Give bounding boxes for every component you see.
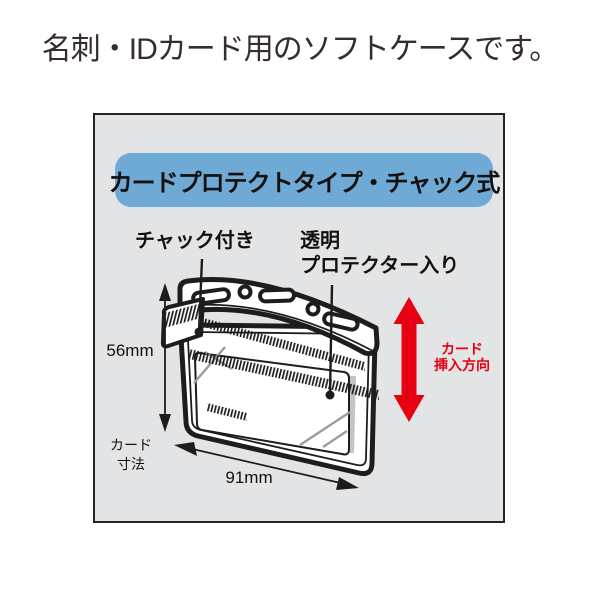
type-badge-label: カードプロテクトタイプ・チャック式 <box>108 169 501 197</box>
width-dimension-arrow <box>174 442 359 490</box>
card-size-caption: カード 寸法 <box>103 436 159 474</box>
insertion-direction-line2: 挿入方向 <box>434 356 490 373</box>
card-size-caption-line2: 寸法 <box>117 456 145 472</box>
zipper-hatch <box>185 313 379 421</box>
insertion-direction-label: カード 挿入方向 <box>429 341 495 373</box>
insertion-direction-line1: カード <box>441 341 483 357</box>
callout-zipper: チャック付き <box>135 230 255 252</box>
page-title: 名刺・IDカード用のソフトケースです。 <box>41 33 560 66</box>
header-band-icon <box>177 277 380 356</box>
callout-clear-protector: 透明 プロテクター入り <box>300 229 459 279</box>
diagram-panel: カードプロテクトタイプ・チャック式 チャック付き 透明 プロテクター入り 56m… <box>93 113 505 523</box>
height-dimension-label: 56mm <box>106 341 154 360</box>
leader-lines <box>194 258 335 400</box>
insertion-direction-arrow <box>393 297 425 422</box>
width-dimension-label: 91mm <box>225 468 273 487</box>
card-size-caption-line1: カード <box>110 437 152 453</box>
type-badge: カードプロテクトタイプ・チャック式 <box>109 153 500 207</box>
height-dimension-arrow <box>159 283 171 432</box>
callout-clear-line1: 透明 <box>300 230 340 252</box>
callout-clear-line2: プロテクター入り <box>300 255 460 277</box>
card-case-illustration <box>159 258 425 490</box>
